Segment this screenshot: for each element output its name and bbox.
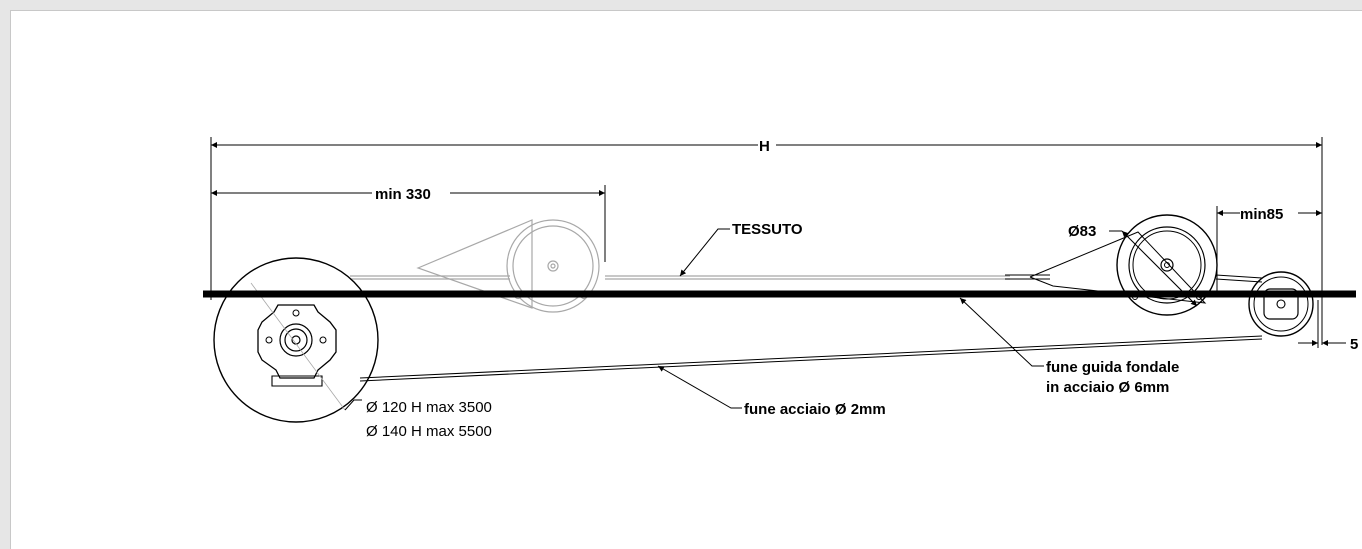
label-d120: Ø 120 H max 3500: [366, 399, 492, 416]
dim-min85-label: min85: [1240, 206, 1283, 223]
dim-h-label: H: [759, 138, 770, 155]
middle-pulley-faded: [350, 219, 1010, 313]
pulley-d83: [1116, 214, 1218, 316]
dim-5-label: 5: [1350, 336, 1358, 353]
label-tessuto: TESSUTO: [732, 221, 803, 238]
dimension-min85: min85: [1216, 206, 1322, 295]
fabric-link-right: [1005, 231, 1263, 304]
label-d140: Ø 140 H max 5500: [366, 423, 492, 440]
label-fune-acciaio: fune acciaio Ø 2mm: [744, 401, 886, 418]
dimension-h: H: [210, 137, 1323, 345]
label-fune-guida-1: fune guida fondale: [1046, 359, 1179, 376]
leader-roller-diameter: [344, 399, 362, 411]
end-pulley: [1248, 271, 1314, 337]
left-winding-roller: [213, 257, 379, 423]
dimension-min-330: min 330: [211, 185, 606, 262]
steel-cable-2mm: [359, 335, 1263, 382]
leader-fune-acciaio: [657, 365, 742, 409]
label-fune-guida-2: in acciaio Ø 6mm: [1046, 379, 1169, 396]
leader-tessuto: [679, 228, 730, 277]
dim-min330-label: min 330: [375, 186, 431, 203]
dimension-5: 5: [1298, 300, 1358, 353]
leader-fune-guida: [959, 297, 1044, 367]
label-d83: Ø83: [1068, 223, 1096, 240]
